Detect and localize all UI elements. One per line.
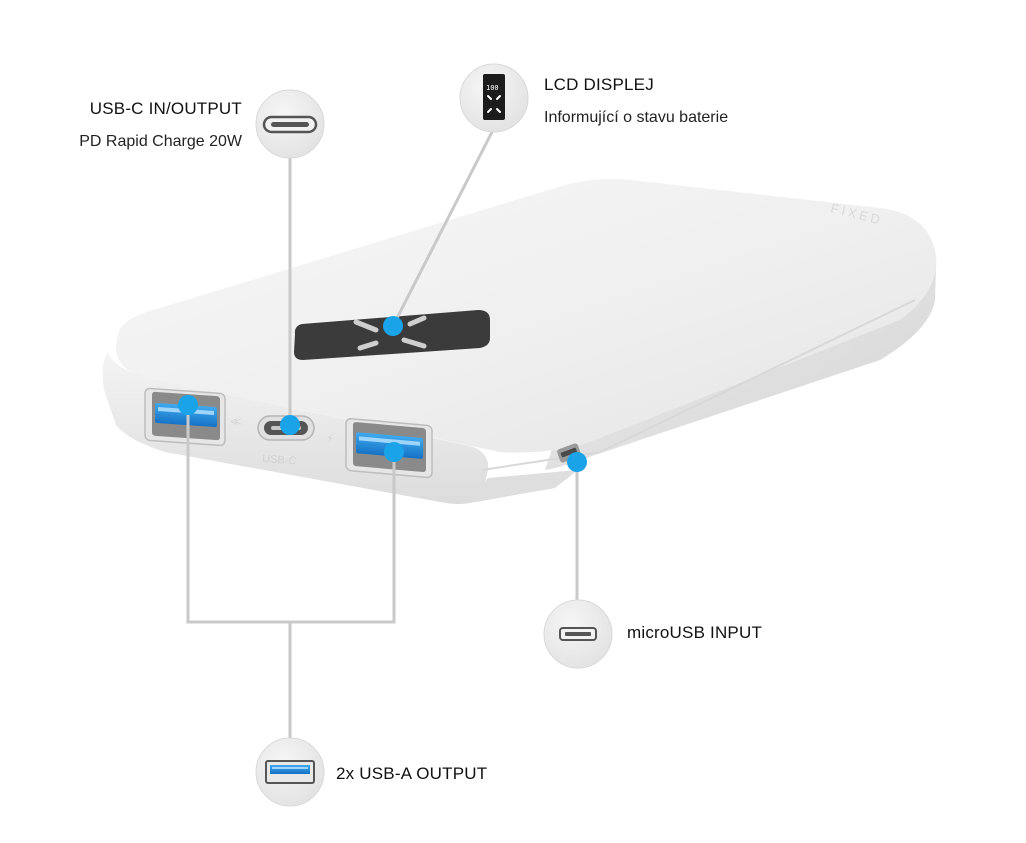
usb-a-port-left: [144, 387, 226, 447]
device-top-face: [116, 179, 937, 453]
callout-usbc-title: USB-C IN/OUTPUT: [89, 99, 242, 118]
callout-microusb-title: microUSB INPUT: [627, 623, 763, 642]
fast-charge-mark-right: ⚡: [326, 432, 334, 445]
lcd-display-icon: 100: [459, 63, 529, 133]
callout-lcd-subtitle: Informující o stavu baterie: [544, 109, 729, 126]
usb-c-port-icon: [255, 89, 325, 159]
lcd-x-logo-icon: [353, 315, 427, 351]
usb-a-port-icon: [255, 737, 325, 807]
accent-dots: [178, 316, 587, 472]
accent-dot-usba-right: [384, 442, 404, 462]
fast-charge-mark-left: ≪: [230, 415, 242, 428]
accent-dot-usbc: [280, 415, 300, 435]
accent-dot-lcd: [383, 316, 403, 336]
usb-c-port-label: USB-C: [262, 453, 297, 467]
callout-usba-title: 2x USB-A OUTPUT: [336, 764, 488, 783]
power-bank-device: FIXED ≪ ⚡ USB-C: [102, 179, 937, 504]
accent-dot-usba-left: [178, 395, 198, 415]
leader-lines: [186, 129, 579, 740]
callout-usbc-subtitle: PD Rapid Charge 20W: [79, 133, 242, 150]
device-bottom-strip: [470, 470, 578, 503]
lcd-icon-reading: 100: [486, 84, 499, 92]
callout-lcd-title: LCD DISPLEJ: [544, 75, 654, 94]
leader-line-lcd: [390, 129, 495, 329]
micro-usb-port-icon: [543, 599, 613, 669]
device-seam-line: [481, 299, 916, 471]
accent-dot-microusb: [567, 452, 587, 472]
